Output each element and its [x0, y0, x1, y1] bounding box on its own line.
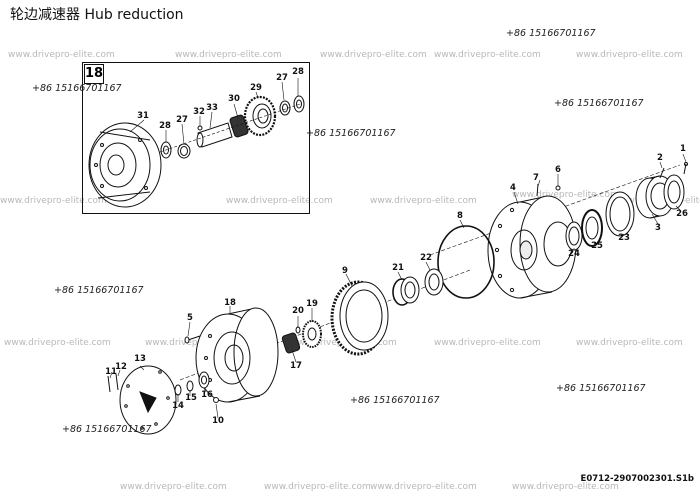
phone-watermark: +86 15166701167: [556, 383, 646, 394]
phone-watermark: +86 15166701167: [506, 28, 596, 39]
inset-callout-27b: 27: [276, 73, 288, 83]
watermark: www.drivepro-elite.com: [4, 338, 111, 348]
inset-callout-29: 29: [250, 83, 262, 93]
callout-7: 7: [533, 173, 539, 183]
callout-4: 4: [510, 183, 516, 193]
planet-carrier-18: [196, 308, 278, 402]
callout-26: 26: [676, 209, 688, 219]
inset-housing-31: [89, 123, 161, 207]
watermark: www.drivepro-elite.com: [8, 50, 115, 60]
plug-10: [214, 398, 219, 403]
watermark: www.drivepro-elite.com: [434, 338, 541, 348]
seal-16: [199, 372, 209, 388]
phone-watermark: +86 15166701167: [306, 128, 396, 139]
watermark: www.drivepro-elite.com: [120, 482, 227, 492]
phone-watermark: +86 15166701167: [554, 98, 644, 109]
bolt-1: [684, 163, 688, 175]
callout-12: 12: [115, 362, 127, 372]
watermark: www.drivepro-elite.com: [226, 196, 333, 206]
callout-5: 5: [187, 313, 193, 323]
watermark: www.drivepro-elite.com: [264, 482, 371, 492]
callout-2: 2: [657, 153, 663, 163]
watermark: www.drivepro-elite.com: [175, 50, 282, 60]
callout-1: 1: [680, 144, 686, 154]
watermark: www.drivepro-elite.com: [370, 196, 477, 206]
watermark: www.drivepro-elite.com: [370, 482, 477, 492]
washer-14: [175, 385, 181, 395]
o-ring-8: [438, 226, 494, 298]
callout-11: 11: [105, 367, 117, 377]
callout-18: 18: [224, 298, 236, 308]
page-title: 轮边减速器 Hub reduction: [10, 7, 184, 23]
phone-watermark: +86 15166701167: [350, 395, 440, 406]
screw-7: [537, 184, 538, 196]
watermark: www.drivepro-elite.com: [512, 482, 619, 492]
inset-callout-30: 30: [228, 94, 240, 104]
leader-lines: [110, 78, 686, 418]
callout-25: 25: [591, 241, 603, 251]
watermark: www.drivepro-elite.com: [576, 338, 683, 348]
nut-6: [556, 186, 560, 190]
inset-callout-32: 32: [193, 107, 205, 117]
watermark: www.drivepro-elite.com: [576, 50, 683, 60]
gear-19: [303, 321, 321, 347]
callout-20: 20: [292, 306, 304, 316]
inset-ring-27b: [280, 101, 290, 115]
ring-15: [187, 381, 193, 391]
inset-washer-28b: [294, 96, 304, 112]
watermark: www.drivepro-elite.com: [434, 50, 541, 60]
callout-23: 23: [618, 233, 630, 243]
document-id: E0712-2907002301.S1b: [580, 474, 694, 484]
seal-24: [566, 222, 582, 250]
callout-8: 8: [457, 211, 463, 221]
callout-13: 13: [134, 354, 146, 364]
watermark: www.drivepro-elite.com: [320, 50, 427, 60]
cover-26: [664, 175, 684, 209]
phone-watermark: +86 15166701167: [62, 424, 152, 435]
inset-box-assembly-18: [82, 62, 310, 214]
pin-5: [185, 336, 200, 343]
callout-10: 10: [212, 416, 224, 426]
callout-16: 16: [201, 390, 213, 400]
ring-22: [425, 269, 443, 295]
inset-callout-28a: 28: [159, 121, 171, 131]
seal-25: [582, 210, 602, 246]
watermark: www.drivepro-elite.com: [0, 196, 107, 206]
ring-gear-9: [332, 282, 388, 354]
ring-23: [606, 192, 634, 236]
callout-17: 17: [290, 361, 302, 371]
callout-9: 9: [342, 266, 348, 276]
callout-14: 14: [172, 401, 184, 411]
pin-2: [660, 168, 664, 178]
callout-3: 3: [655, 223, 661, 233]
callout-21: 21: [392, 263, 404, 273]
housing-4: [488, 196, 576, 298]
bolt-11: [108, 376, 110, 392]
inset-gear-29: [245, 97, 275, 135]
phone-watermark: +86 15166701167: [54, 285, 144, 296]
callout-22: 22: [420, 253, 432, 263]
watermark: www.drivepro-elite.com: [512, 190, 619, 200]
callout-24: 24: [568, 249, 580, 259]
callout-6: 6: [555, 165, 561, 175]
cover-plate-13: [120, 366, 176, 434]
inset-callout-33: 33: [206, 103, 218, 113]
phone-watermark: +86 15166701167: [32, 83, 122, 94]
bearing-21: [393, 277, 419, 305]
needle-bearing-17: [282, 332, 301, 353]
inset-pin-shaft-33: [197, 123, 232, 147]
bolt-12: [116, 374, 118, 390]
inset-callout-28b: 28: [292, 67, 304, 77]
callout-15: 15: [185, 393, 197, 403]
callout-19: 19: [306, 299, 318, 309]
inset-callout-27a: 27: [176, 115, 188, 125]
inset-label: 18: [84, 64, 104, 84]
inset-callout-31: 31: [137, 111, 149, 121]
